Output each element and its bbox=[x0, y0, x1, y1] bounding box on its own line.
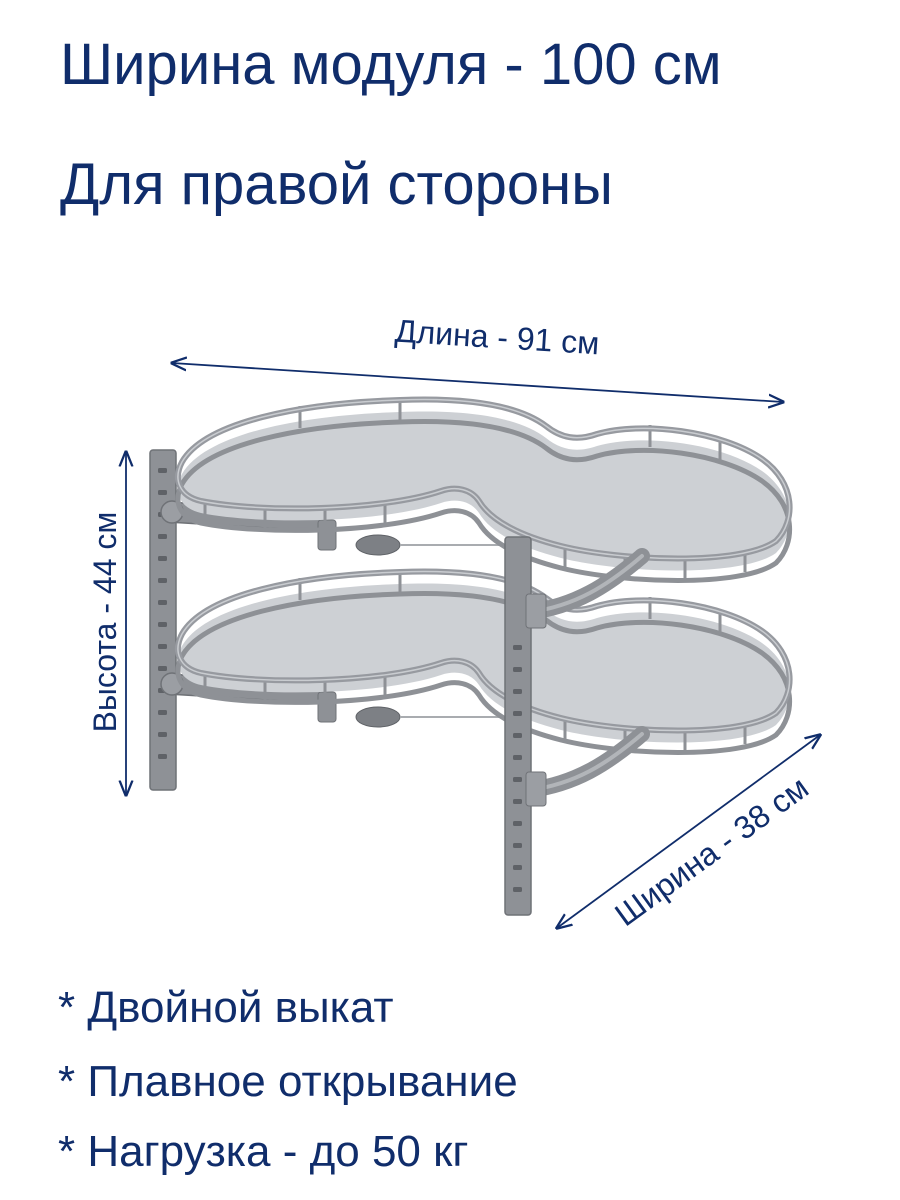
width-arrow bbox=[557, 735, 820, 928]
right-post bbox=[504, 536, 547, 916]
post-hole bbox=[513, 667, 522, 672]
arm-clamp bbox=[317, 691, 337, 723]
post-hole bbox=[158, 556, 167, 561]
height-label: Высота - 44 см bbox=[87, 512, 123, 733]
post-hole bbox=[513, 821, 522, 826]
length-arrow bbox=[172, 363, 783, 402]
feature-load-capacity: * Нагрузка - до 50 кг bbox=[58, 1127, 469, 1176]
module-width-title: Ширина модуля - 100 см bbox=[60, 32, 722, 97]
length-label: Длина - 91 см bbox=[394, 313, 600, 362]
post-hole bbox=[158, 490, 167, 495]
post-hole bbox=[513, 887, 522, 892]
hinge-bracket-upper bbox=[525, 593, 547, 629]
post-hole bbox=[513, 865, 522, 870]
post-hole bbox=[513, 799, 522, 804]
right-post-body bbox=[504, 536, 532, 916]
side-title: Для правой стороны bbox=[60, 152, 613, 217]
feature-double-pullout: * Двойной выкат bbox=[58, 983, 394, 1032]
post-hole bbox=[158, 644, 167, 649]
post-hole bbox=[158, 578, 167, 583]
arm-clamp bbox=[317, 519, 337, 551]
post-hole bbox=[158, 710, 167, 715]
post-hole bbox=[513, 711, 522, 716]
soft-close-damper bbox=[355, 534, 401, 556]
post-hole bbox=[158, 622, 167, 627]
left-post-body bbox=[149, 449, 177, 791]
post-hole bbox=[513, 645, 522, 650]
post-hole bbox=[158, 468, 167, 473]
post-hole bbox=[158, 732, 167, 737]
lower-shelf bbox=[178, 572, 790, 753]
hinge-bracket-lower bbox=[525, 771, 547, 807]
feature-soft-opening: * Плавное открывание bbox=[58, 1057, 518, 1106]
post-hole bbox=[513, 843, 522, 848]
post-hole bbox=[158, 754, 167, 759]
post-hole bbox=[513, 755, 522, 760]
post-hole bbox=[158, 600, 167, 605]
post-hole bbox=[513, 689, 522, 694]
post-hole bbox=[513, 733, 522, 738]
post-hole bbox=[513, 777, 522, 782]
soft-close-damper bbox=[355, 706, 401, 728]
right-arm-lower bbox=[522, 726, 650, 798]
post-hole bbox=[158, 666, 167, 671]
length-dimension: Длина - 91 см bbox=[172, 313, 783, 402]
post-hole bbox=[158, 534, 167, 539]
width-label: Ширина - 38 см bbox=[608, 769, 815, 933]
upper-shelf bbox=[178, 400, 790, 581]
right-post-holes bbox=[513, 645, 522, 892]
height-dimension: Высота - 44 см bbox=[87, 452, 126, 795]
support-arm bbox=[522, 726, 650, 798]
